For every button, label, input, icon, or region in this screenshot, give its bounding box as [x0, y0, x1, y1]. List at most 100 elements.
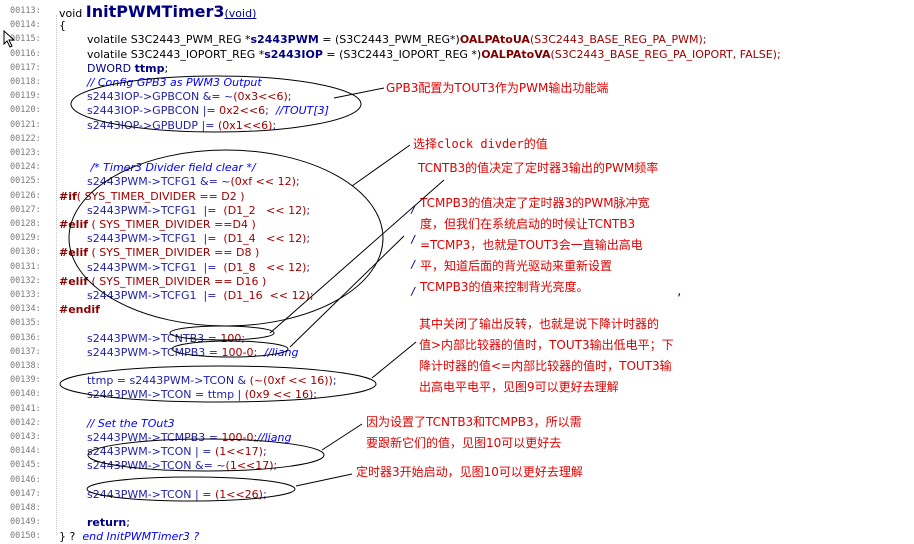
line-number: 00131:: [10, 261, 41, 272]
code-line[interactable]: 00116: volatile S3C2443_IOPORT_REG *s244…: [0, 47, 914, 62]
code-token: {: [59, 19, 66, 33]
note-inverter-line: 值>内部比较器的值时，TOUT3输出低电平；下: [419, 338, 674, 352]
code-line[interactable]: 00123:: [0, 146, 914, 161]
code-token: s2443PWM->TCMPB3 =: [59, 345, 222, 359]
code-line[interactable]: 00121: s2443IOP->GPBUDP |= (0x1<<6);: [0, 118, 914, 133]
line-number: 00149:: [10, 517, 41, 528]
code-text: #elif ( SYS_TIMER_DIVIDER == D16 ): [59, 274, 266, 289]
code-line[interactable]: 00114: {: [0, 18, 914, 33]
code-token: // Config GPB3 as PWM3 Output: [59, 76, 262, 89]
code-token: s2443PWM->TCFG1 |=: [59, 260, 224, 274]
code-token: (D1_16 << 12): [223, 289, 310, 302]
code-token: ttmp: [134, 61, 165, 75]
line-number: 00132:: [10, 275, 41, 286]
code-text: ttmp = s2443PWM->TCON & (~(0xf << 16));: [59, 373, 337, 388]
note-start: 定时器3开始启动，见图10可以更好去理解: [356, 465, 583, 479]
line-number: 00148:: [10, 503, 41, 513]
line-number: 00133:: [10, 290, 41, 300]
code-token: ;: [273, 459, 278, 473]
code-token: [59, 516, 87, 529]
code-token: #elif: [59, 274, 89, 288]
code-text: #endif: [59, 302, 100, 317]
code-line[interactable]: 00117: DWORD ttmp;: [0, 61, 914, 76]
ghost-mark: /: [410, 203, 417, 216]
code-token: ;: [295, 175, 300, 189]
code-text: #elif ( SYS_TIMER_DIVIDER ==D4 ): [59, 217, 256, 232]
code-token: (D1_4 << 12): [223, 232, 307, 246]
code-token: s2443PWM->TCON | =: [59, 445, 215, 459]
code-line[interactable]: 00113: void InitPWMTimer3(void): [0, 4, 914, 21]
line-number: 00128:: [10, 219, 41, 229]
line-number: 00117:: [10, 62, 41, 73]
code-text: void InitPWMTimer3(void): [59, 4, 256, 21]
code-text: s2443PWM->TCON | = (1<<17);: [59, 444, 267, 459]
code-line[interactable]: 00146:: [0, 473, 914, 488]
line-number: 00150:: [10, 531, 41, 542]
code-token: s2443IOP->GPBUDP |=: [59, 118, 218, 132]
code-token: ;: [313, 388, 317, 402]
code-token: DWORD: [59, 61, 135, 75]
code-token: s2443PWM->TCON &= ~: [59, 459, 226, 473]
code-line[interactable]: 00148:: [0, 501, 914, 516]
line-number: 00119:: [10, 91, 41, 102]
code-token: ;: [306, 260, 311, 274]
code-token: ( SYS_TIMER_DIVIDER == D2 ): [76, 189, 245, 203]
code-token: (S3C2443_BASE_REG_PA_IOPORT, FALSE);: [550, 47, 781, 61]
code-token: = (S3C2443_IOPORT_REG *): [322, 47, 482, 61]
code-token: #elif: [59, 218, 89, 231]
line-number: 00127:: [10, 204, 41, 215]
code-text: s2443PWM->TCMPB3 = 100-0; //liang: [59, 345, 298, 360]
code-text: volatile S3C2443_IOPORT_REG *s2443IOP = …: [59, 47, 781, 62]
code-token: InitPWMTimer3: [85, 2, 225, 21]
line-number: 00146:: [10, 474, 41, 485]
code-token: ( SYS_TIMER_DIVIDER ==D4 ): [88, 218, 256, 231]
code-line[interactable]: 00150:} ? end InitPWMTimer3 ?: [0, 529, 914, 544]
code-token: (D1_8 << 12): [223, 260, 307, 274]
code-text: s2443PWM->TCFG1 |= (D1_16 << 12);: [59, 288, 314, 303]
code-line[interactable]: 00135:: [0, 316, 914, 331]
note-gpb3: GPB3配置为TOUT3作为PWM输出功能端: [386, 81, 609, 95]
code-line[interactable]: 00120: s2443IOP->GPBCON |= 0x2<<6; //TOU…: [0, 103, 914, 118]
code-line[interactable]: 00115: volatile S3C2443_PWM_REG *s2443PW…: [0, 32, 914, 47]
code-token: return: [86, 516, 127, 530]
code-line[interactable]: 00143: s2443PWM->TCMPB3 = 100-0;//liang: [0, 430, 914, 445]
code-token: 100-0: [221, 431, 254, 444]
line-number: 00140:: [10, 389, 41, 400]
note-tcmpb3-line: =TCMP3，也就是TOUT3会一直输出高电: [420, 238, 643, 252]
line-number: 00139:: [10, 375, 41, 386]
code-text: s2443IOP->GPBUDP |= (0x1<<6);: [59, 118, 276, 133]
line-number: 00113:: [10, 6, 41, 16]
code-token: s2443PWM->TCON = ttmp |: [59, 388, 245, 402]
line-number: 00114:: [10, 20, 41, 31]
code-token: (0x9 << 16): [244, 388, 314, 402]
code-text: DWORD ttmp;: [59, 61, 168, 76]
code-line[interactable]: 00141:: [0, 402, 914, 417]
code-token: (D1_2 << 12): [223, 203, 307, 217]
code-token: /* Timer3 Divider field clear */: [59, 161, 256, 175]
code-line[interactable]: 00142: // Set the TOut3: [0, 416, 914, 431]
line-number: 00147:: [10, 488, 41, 499]
code-token: (0x3<<6): [233, 90, 288, 104]
code-text: // Set the TOut3: [59, 416, 175, 431]
code-text: /* Timer3 Divider field clear */: [59, 160, 256, 175]
code-token: //TOUT[3]: [275, 104, 329, 118]
code-token: s2443PWM->TCON | =: [59, 487, 215, 501]
code-line[interactable]: 00147: s2443PWM->TCON | = (1<<26);: [0, 487, 914, 502]
code-token: ;: [265, 104, 276, 118]
code-line[interactable]: 00122:: [0, 132, 914, 147]
code-token: s2443PWM: [250, 33, 319, 47]
code-line[interactable]: 00149: return;: [0, 515, 914, 530]
code-token: s2443IOP->GPBCON |=: [59, 104, 220, 118]
line-number: 00142:: [10, 417, 41, 428]
code-token: (1<<26): [214, 487, 263, 501]
line-number: 00135:: [10, 318, 41, 329]
code-line[interactable]: 00138:: [0, 359, 914, 374]
code-text: {: [59, 18, 66, 33]
note-inverter-line: 出高电平电平，见图9可以更好去理解: [419, 380, 619, 394]
note-tcmpb3-line: TCMPB3的值来控制背光亮度。: [420, 280, 589, 294]
note-tcntb3: TCNTB3的值决定了定时器3输出的PWM频率: [418, 161, 659, 175]
line-number: 00120:: [10, 105, 41, 116]
gutter-divider: [56, 15, 58, 535]
line-number: 00115:: [10, 34, 41, 45]
